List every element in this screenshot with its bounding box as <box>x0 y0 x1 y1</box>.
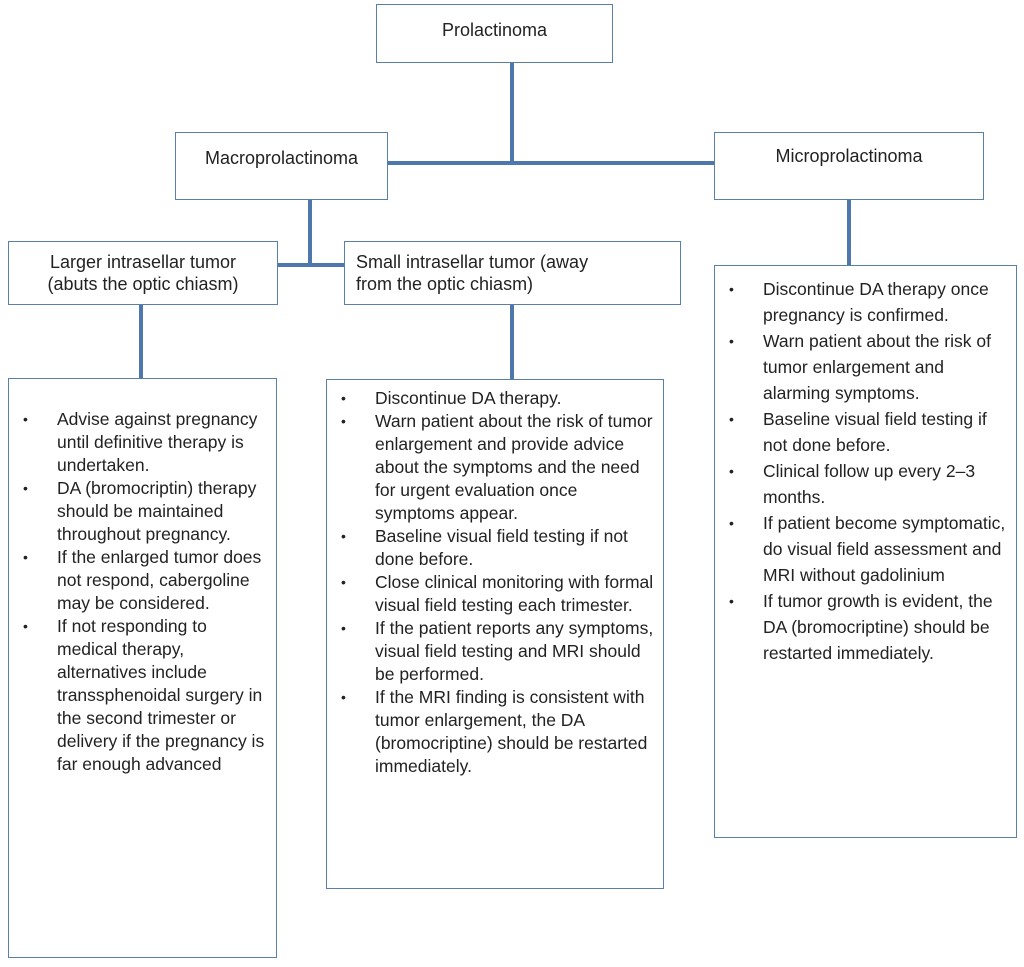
macroprolactinoma-label: Macroprolactinoma <box>204 148 359 168</box>
list-item: Discontinue DA therapy. <box>327 387 655 410</box>
list-item: If patient become symptomatic, do visual… <box>715 510 1008 588</box>
small-intrasellar-tumor-node: Small intrasellar tumor (away from the o… <box>344 241 681 305</box>
larger-tumor-management-box: Advise against pregnancy until definitiv… <box>8 378 277 958</box>
list-item: Discontinue DA therapy once pregnancy is… <box>715 276 1008 328</box>
list-item: If the patient reports any symptoms, vis… <box>327 617 655 686</box>
larger-tumor-management-list: Advise against pregnancy until definitiv… <box>9 408 270 776</box>
macroprolactinoma-node: Macroprolactinoma <box>175 132 388 200</box>
list-item: Warn patient about the risk of tumor enl… <box>715 328 1008 406</box>
small-intrasellar-tumor-label: Small intrasellar tumor (away from the o… <box>356 252 589 294</box>
list-item: Baseline visual field testing if not don… <box>715 406 1008 458</box>
microprolactinoma-management-box: Discontinue DA therapy once pregnancy is… <box>714 265 1017 838</box>
microprolactinoma-node: Microprolactinoma <box>714 132 984 200</box>
list-item: Warn patient about the risk of tumor enl… <box>327 410 655 525</box>
small-tumor-management-list: Discontinue DA therapy. Warn patient abo… <box>327 387 655 778</box>
list-item: If the MRI finding is consistent with tu… <box>327 686 655 778</box>
small-tumor-management-box: Discontinue DA therapy. Warn patient abo… <box>326 379 664 889</box>
list-item: Close clinical monitoring with formal vi… <box>327 571 655 617</box>
list-item: If tumor growth is evident, the DA (brom… <box>715 588 1008 666</box>
list-item: If the enlarged tumor does not respond, … <box>9 546 270 615</box>
list-item: Clinical follow up every 2–3 months. <box>715 458 1008 510</box>
prolactinoma-node: Prolactinoma <box>376 4 613 63</box>
larger-intrasellar-tumor-node: Larger intrasellar tumor (abuts the opti… <box>8 241 278 305</box>
microprolactinoma-label: Microprolactinoma <box>775 146 923 166</box>
list-item: DA (bromocriptin) therapy should be main… <box>9 477 270 546</box>
list-item: If not responding to medical therapy, al… <box>9 615 270 776</box>
larger-intrasellar-tumor-label: Larger intrasellar tumor (abuts the opti… <box>47 252 239 294</box>
microprolactinoma-management-list: Discontinue DA therapy once pregnancy is… <box>715 276 1008 666</box>
prolactinoma-label: Prolactinoma <box>441 20 548 40</box>
list-item: Baseline visual field testing if not don… <box>327 525 655 571</box>
list-item: Advise against pregnancy until definitiv… <box>9 408 270 477</box>
